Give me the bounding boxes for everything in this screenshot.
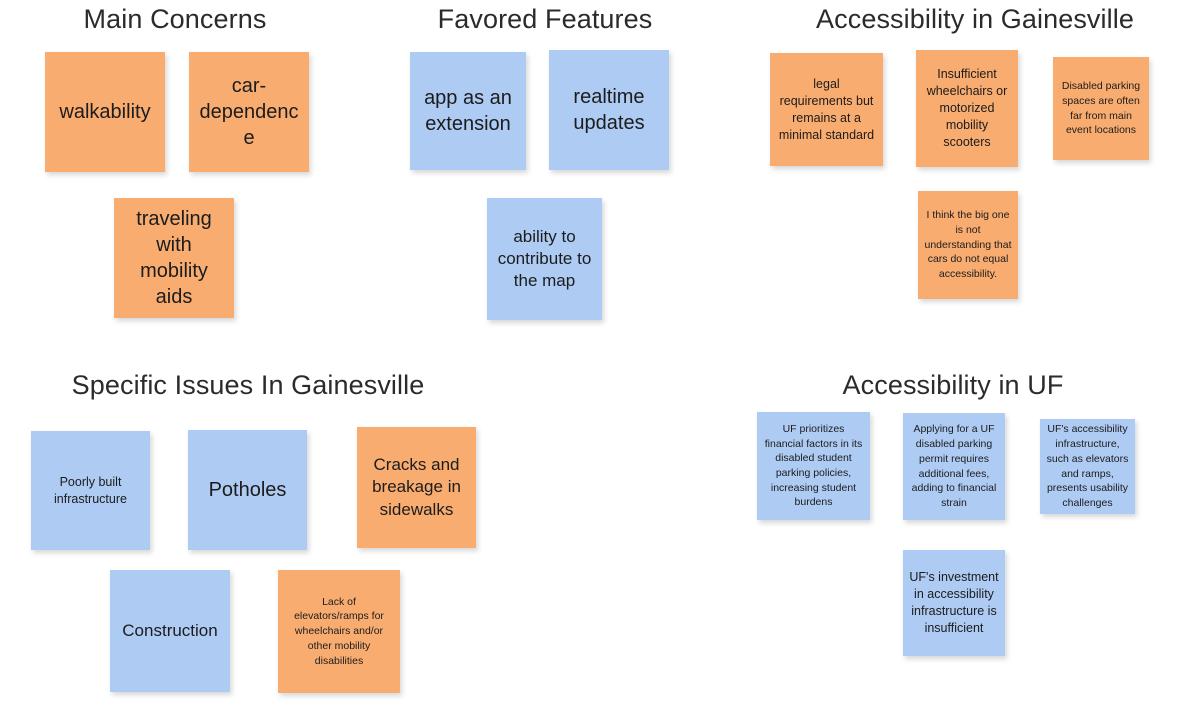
sticky-note-text: UF's investment in accessibility infrast… (909, 570, 999, 635)
group-title-favored-features: Favored Features (437, 4, 653, 34)
sticky-note-realtime-updates[interactable]: realtime updates (549, 50, 669, 170)
sticky-note-poorly-built-infrastructure[interactable]: Poorly built infrastructure (31, 431, 150, 550)
group-title-specific-issues-in-gainesville: Specific Issues In Gainesville (71, 370, 425, 400)
sticky-note-traveling-with-mobility-aids[interactable]: traveling with mobility aids (114, 198, 234, 318)
sticky-note-text: realtime updates (573, 86, 645, 134)
sticky-note-text: ability to contribute to the map (497, 226, 592, 291)
sticky-note-car-dependence[interactable]: car-dependence (189, 52, 309, 172)
sticky-note-text: Potholes (208, 479, 287, 501)
sticky-note-text: Construction (122, 620, 218, 640)
sticky-note-applying-for-uf-disabled-parking-permit[interactable]: Applying for a UF disabled parking permi… (903, 413, 1005, 520)
sticky-note-disabled-parking-spaces[interactable]: Disabled parking spaces are often far fr… (1053, 57, 1149, 160)
group-title-accessibility-in-gainesville: Accessibility in Gainesville (816, 4, 1134, 34)
sticky-note-text: UF's accessibility infrastructure, such … (1046, 423, 1129, 509)
sticky-note-text: app as an extension (424, 87, 512, 135)
group-title-main-concerns: Main Concerns (83, 4, 267, 34)
sticky-note-text: Disabled parking spaces are often far fr… (1061, 80, 1141, 137)
sticky-note-cars-do-not-equal-accessibility[interactable]: I think the big one is not understanding… (918, 191, 1018, 299)
sticky-note-text: Applying for a UF disabled parking permi… (911, 423, 997, 509)
sticky-note-uf-investment-insufficient[interactable]: UF's investment in accessibility infrast… (903, 550, 1005, 656)
sticky-note-text: traveling with mobility aids (136, 208, 212, 308)
sticky-note-cracks-and-breakage-in-sidewalks[interactable]: Cracks and breakage in sidewalks (357, 427, 476, 548)
sticky-note-walkability[interactable]: walkability (45, 52, 165, 172)
sticky-note-app-as-an-extension[interactable]: app as an extension (410, 52, 526, 170)
sticky-note-text: car-dependence (199, 75, 299, 149)
sticky-note-text: Cracks and breakage in sidewalks (372, 455, 461, 519)
group-title-accessibility-in-uf: Accessibility in UF (842, 370, 1064, 400)
sticky-note-uf-accessibility-infrastructure-usability[interactable]: UF's accessibility infrastructure, such … (1040, 419, 1135, 514)
sticky-note-ability-to-contribute-to-the-map[interactable]: ability to contribute to the map (487, 198, 602, 320)
sticky-note-text: I think the big one is not understanding… (924, 209, 1012, 281)
sticky-note-potholes[interactable]: Potholes (188, 430, 307, 550)
sticky-note-text: UF prioritizes financial factors in its … (764, 422, 863, 509)
sticky-note-construction[interactable]: Construction (110, 570, 230, 692)
sticky-note-legal-requirements[interactable]: legal requirements but remains at a mini… (770, 53, 883, 166)
sticky-note-text: legal requirements but remains at a mini… (778, 76, 875, 142)
sticky-note-uf-prioritizes-financial-factors[interactable]: UF prioritizes financial factors in its … (757, 412, 870, 520)
sticky-note-insufficient-wheelchairs[interactable]: Insufficient wheelchairs or motorized mo… (916, 50, 1018, 167)
sticky-note-text: Poorly built infrastructure (54, 474, 127, 506)
sticky-note-text: Insufficient wheelchairs or motorized mo… (926, 67, 1008, 149)
sticky-note-text: Lack of elevators/ramps for wheelchairs … (294, 595, 384, 667)
sticky-note-text: walkability (59, 101, 151, 123)
sticky-note-lack-of-elevators-ramps[interactable]: Lack of elevators/ramps for wheelchairs … (278, 570, 400, 693)
